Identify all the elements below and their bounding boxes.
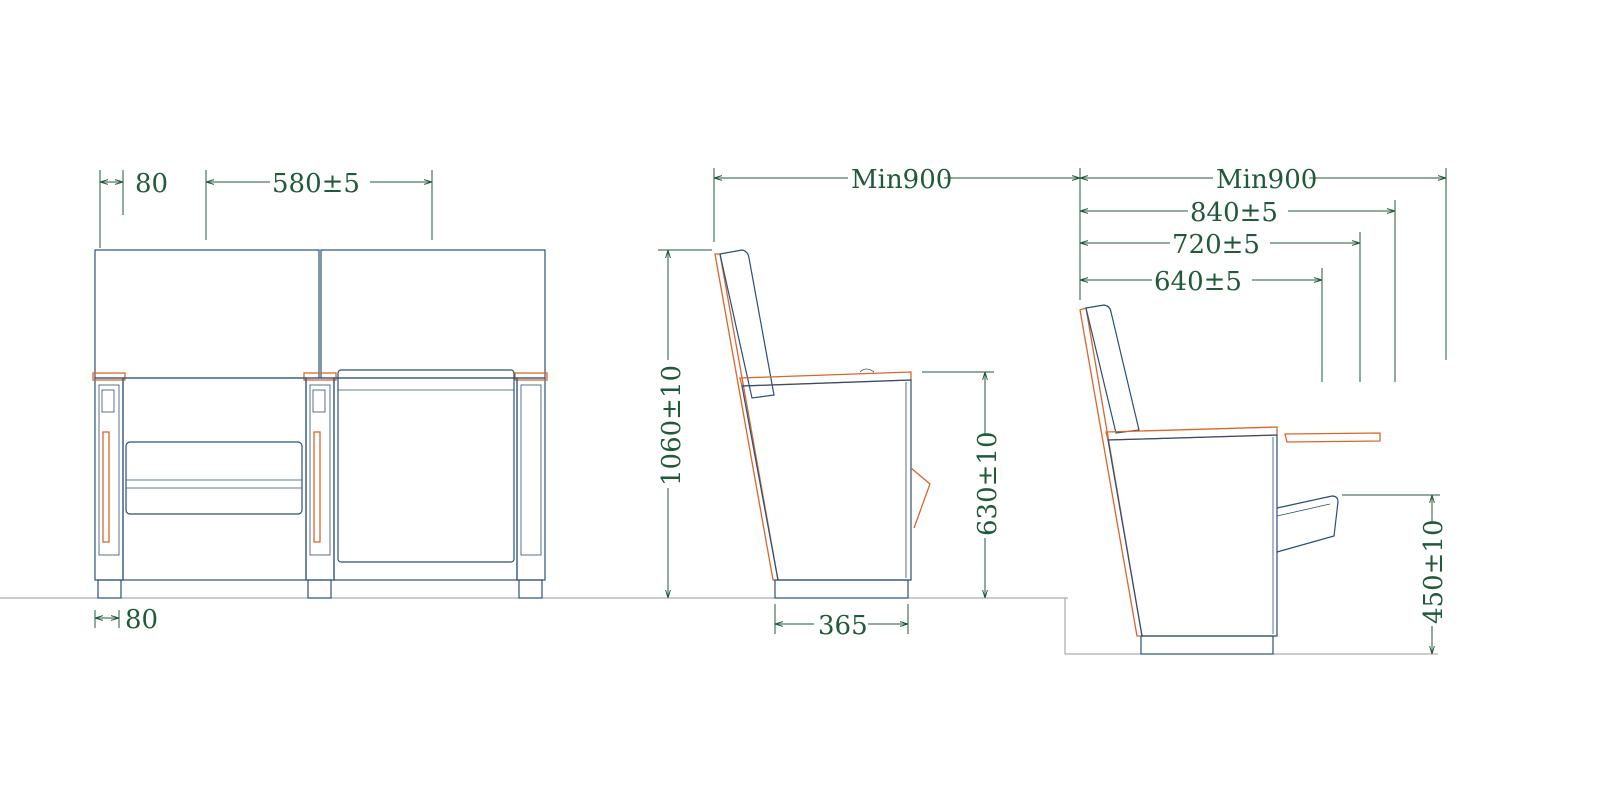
front-view: 80 580±5 80 — [0, 166, 1068, 635]
front-seat-right — [333, 369, 518, 581]
dim-row-spacing-right-label: Min900 — [1216, 165, 1317, 195]
row-view: Min900 Min900 840±5 720±5 64 — [713, 162, 1449, 655]
dim-side-height: 1060±10 — [655, 249, 712, 598]
dim-depth-720: 720±5 — [1080, 227, 1361, 382]
dim-front-seat-width-label: 580±5 — [272, 169, 360, 199]
dim-front-armrest-bottom: 80 — [94, 605, 158, 635]
row-writing-tablet — [1284, 432, 1381, 443]
dim-step-height: 450±10 — [1342, 494, 1449, 654]
dim-depth-840-label: 840±5 — [1190, 198, 1278, 228]
row-base — [1140, 635, 1274, 655]
row-floor-step — [1064, 598, 1438, 655]
dim-depth-720-label: 720±5 — [1172, 230, 1260, 260]
side-body — [741, 379, 912, 581]
side-armrest-wood — [739, 371, 912, 387]
front-seat-left — [122, 377, 307, 581]
front-armrest-post-right — [514, 372, 548, 599]
front-armrest-post-left — [92, 372, 126, 599]
dim-side-seat-height: 630±10 — [922, 371, 1003, 598]
dim-depth-640: 640±5 — [1080, 264, 1323, 382]
dim-side-depth-label: 365 — [818, 611, 868, 641]
front-armrest-post-middle — [303, 372, 337, 599]
side-view: 1060±10 630±10 365 — [655, 249, 1003, 641]
row-backrest-cushion — [1085, 304, 1140, 434]
dim-depth-840: 840±5 — [1080, 195, 1396, 382]
dim-side-seat-height-label: 630±10 — [973, 432, 1003, 537]
dim-side-height-label: 1060±10 — [657, 365, 687, 486]
dim-front-seat-width: 580±5 — [205, 166, 433, 240]
row-backrest-wood — [1079, 307, 1143, 637]
dim-step-height-label: 450±10 — [1419, 520, 1449, 625]
dim-front-armrest-top-label: 80 — [135, 169, 168, 199]
side-backrest-cushion — [719, 249, 775, 399]
dim-row-spacing-left-label: Min900 — [851, 165, 952, 195]
front-backrest-left — [94, 249, 320, 379]
dim-row-spacing-left: Min900 — [713, 162, 1081, 300]
dim-front-armrest-bottom-label: 80 — [125, 605, 158, 635]
side-seat-fold — [910, 467, 931, 529]
side-base — [774, 579, 909, 599]
dim-front-armrest-top: 80 — [99, 169, 168, 248]
dim-side-depth: 365 — [774, 604, 909, 641]
row-seat-fold — [1276, 495, 1339, 553]
dim-depth-640-label: 640±5 — [1154, 267, 1242, 297]
row-body — [1107, 434, 1278, 637]
dim-row-spacing-right: Min900 — [1080, 162, 1447, 360]
front-backrest-right — [320, 249, 546, 379]
